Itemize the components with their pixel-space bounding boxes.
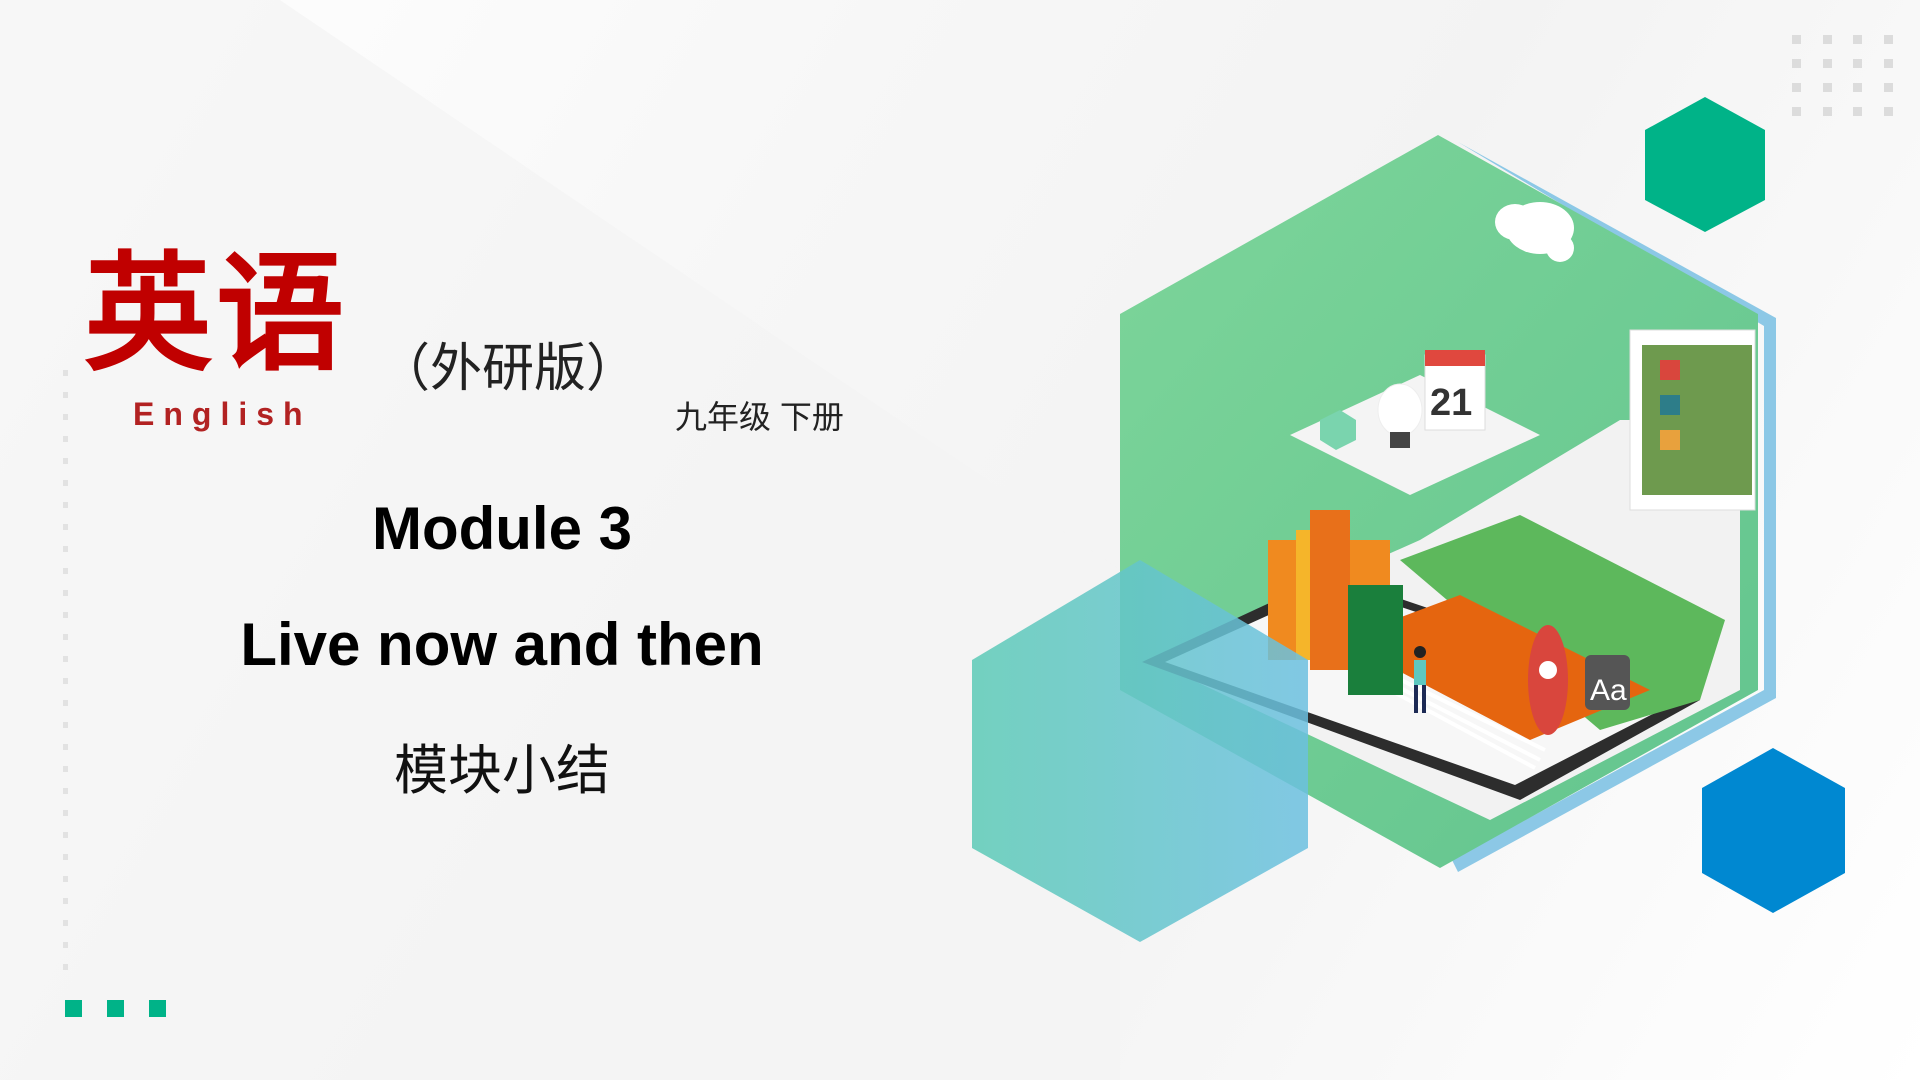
hexagon-teal [972, 560, 1308, 942]
section-title: 模块小结 [394, 741, 610, 801]
edition-label: （外研版） [378, 340, 639, 398]
person-figure [1414, 646, 1426, 713]
module-title: Module 3 [371, 495, 632, 562]
dotted-divider [63, 370, 68, 970]
hexagon-green-small [1645, 97, 1765, 232]
blackboard [1629, 329, 1756, 511]
decor-square [65, 1000, 82, 1017]
decor-square [107, 1000, 124, 1017]
cube-icon [1320, 410, 1356, 450]
font-icon [1585, 655, 1630, 710]
font-icon-label: Aa [1590, 674, 1627, 707]
calendar-day: 21 [1430, 382, 1472, 424]
green-field [1400, 515, 1725, 730]
subject-title-english: English [133, 396, 312, 432]
decor-square [149, 1000, 166, 1017]
grade-label: 九年级 下册 [675, 399, 844, 435]
unit-title: Live now and then [240, 611, 764, 678]
rocket-icon [1528, 625, 1568, 735]
books [1268, 510, 1403, 695]
orange-track [1340, 595, 1650, 740]
lightbulb-icon [1377, 383, 1423, 448]
subject-title: 英语 [84, 239, 349, 389]
cloud-icon [1495, 202, 1574, 262]
dot-grid [1792, 35, 1893, 116]
hexagon-blue-small [1702, 748, 1845, 913]
